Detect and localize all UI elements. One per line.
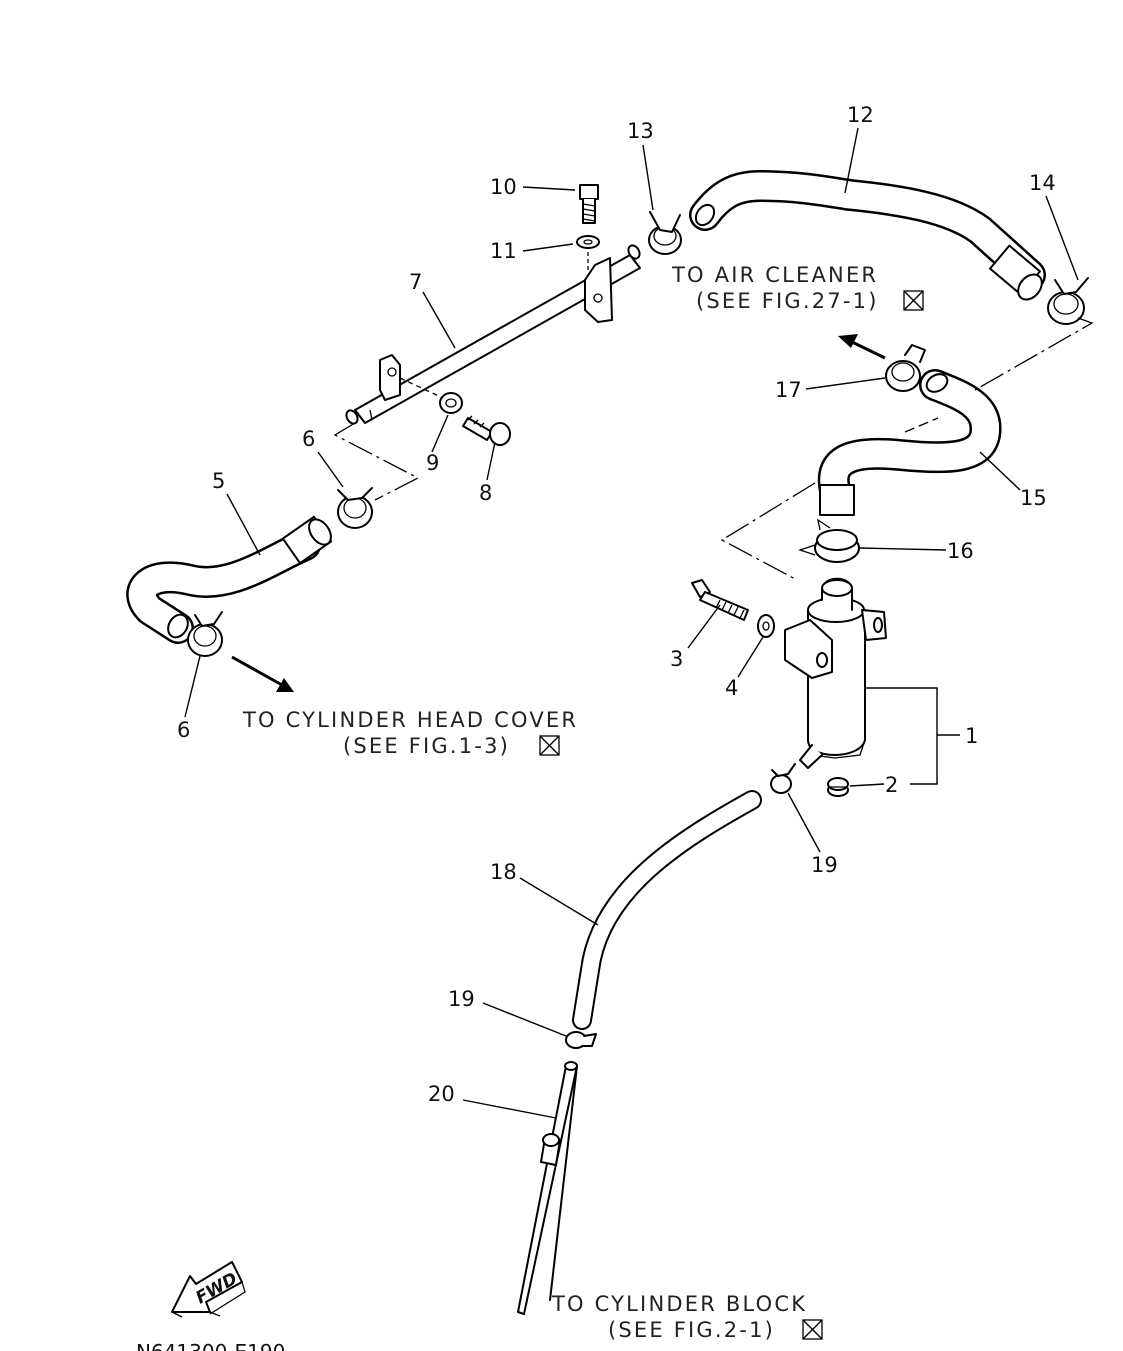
part-number-19-lower: 19 — [448, 987, 475, 1011]
part-number-5: 5 — [212, 469, 225, 493]
part-number-13: 13 — [627, 119, 654, 143]
part-number-15: 15 — [1020, 486, 1047, 510]
clamp-14 — [1047, 277, 1089, 325]
part-number-8: 8 — [479, 481, 492, 505]
part-number-11: 11 — [490, 239, 517, 263]
note-head-cover-line1: TO CYLINDER HEAD COVER — [242, 708, 578, 732]
note-air-cleaner: TO AIR CLEANER (SEE FIG.27-1) — [671, 263, 924, 313]
arrow-to-air-cleaner — [838, 334, 886, 360]
hose-5 — [126, 515, 333, 644]
part-number-3: 3 — [670, 647, 683, 671]
note-air-cleaner-line1: TO AIR CLEANER — [671, 263, 878, 287]
part-number-4: 4 — [725, 676, 738, 700]
note-cylinder-block-line2: (SEE FIG.2-1) — [608, 1318, 775, 1342]
oil-separator-1 — [784, 577, 887, 769]
part-number-1: 1 — [965, 724, 978, 748]
part-number-10: 10 — [490, 175, 517, 199]
fwd-arrow-icon: FWD — [171, 1261, 246, 1318]
centerline-14-15 — [974, 317, 1094, 391]
centerline-15-1 — [720, 482, 816, 581]
reference-box-icon — [539, 735, 560, 756]
clamp-16 — [797, 518, 860, 563]
note-head-cover: TO CYLINDER HEAD COVER (SEE FIG.1-3) — [242, 708, 578, 758]
arrow-to-head-cover — [231, 655, 294, 692]
washer-11 — [576, 235, 600, 270]
part-number-14: 14 — [1029, 171, 1056, 195]
part-number-7: 7 — [409, 270, 422, 294]
drawing-code: N641300-E190 — [136, 1340, 285, 1351]
hose-15 — [817, 369, 1002, 516]
part-number-18: 18 — [490, 860, 517, 884]
part-number-12: 12 — [847, 103, 874, 127]
centerline-7-6 — [333, 422, 420, 501]
note-air-cleaner-line2: (SEE FIG.27-1) — [696, 289, 879, 313]
part-number-9: 9 — [426, 451, 439, 475]
washer-4 — [757, 614, 775, 638]
plug-2 — [827, 777, 849, 797]
hose-12 — [689, 169, 1046, 301]
bolt-3 — [691, 579, 749, 621]
part-number-20: 20 — [428, 1082, 455, 1106]
washer-9 — [399, 377, 463, 414]
part-number-19-upper: 19 — [811, 853, 838, 877]
note-head-cover-line2: (SEE FIG.1-3) — [343, 734, 510, 758]
leader-lines — [184, 127, 1079, 1119]
clamp-6-upper — [337, 487, 373, 529]
hose-18 — [572, 790, 762, 1030]
note-cylinder-block: TO CYLINDER BLOCK (SEE FIG.2-1) — [551, 1292, 823, 1342]
reference-box-icon — [802, 1319, 823, 1340]
reference-box-icon — [903, 290, 924, 311]
part-number-16: 16 — [947, 539, 974, 563]
clamp-17 — [885, 344, 926, 392]
bolt-10 — [579, 184, 599, 224]
part-number-6-lower: 6 — [177, 718, 190, 742]
clamp-19-upper — [770, 763, 796, 794]
pipe-20 — [517, 1061, 578, 1315]
part-numbers: 1 2 3 4 5 6 6 7 8 9 10 11 12 13 14 15 16… — [177, 103, 1056, 1106]
clamp-6-lower — [187, 611, 223, 657]
part-number-17: 17 — [775, 378, 802, 402]
clamp-19-lower — [565, 1031, 597, 1049]
part-number-2: 2 — [885, 773, 898, 797]
clamp-13 — [648, 211, 682, 255]
note-cylinder-block-line1: TO CYLINDER BLOCK — [551, 1292, 807, 1316]
part-number-6-upper: 6 — [302, 427, 315, 451]
pipe-7 — [345, 244, 641, 425]
bolt-8 — [462, 415, 511, 446]
